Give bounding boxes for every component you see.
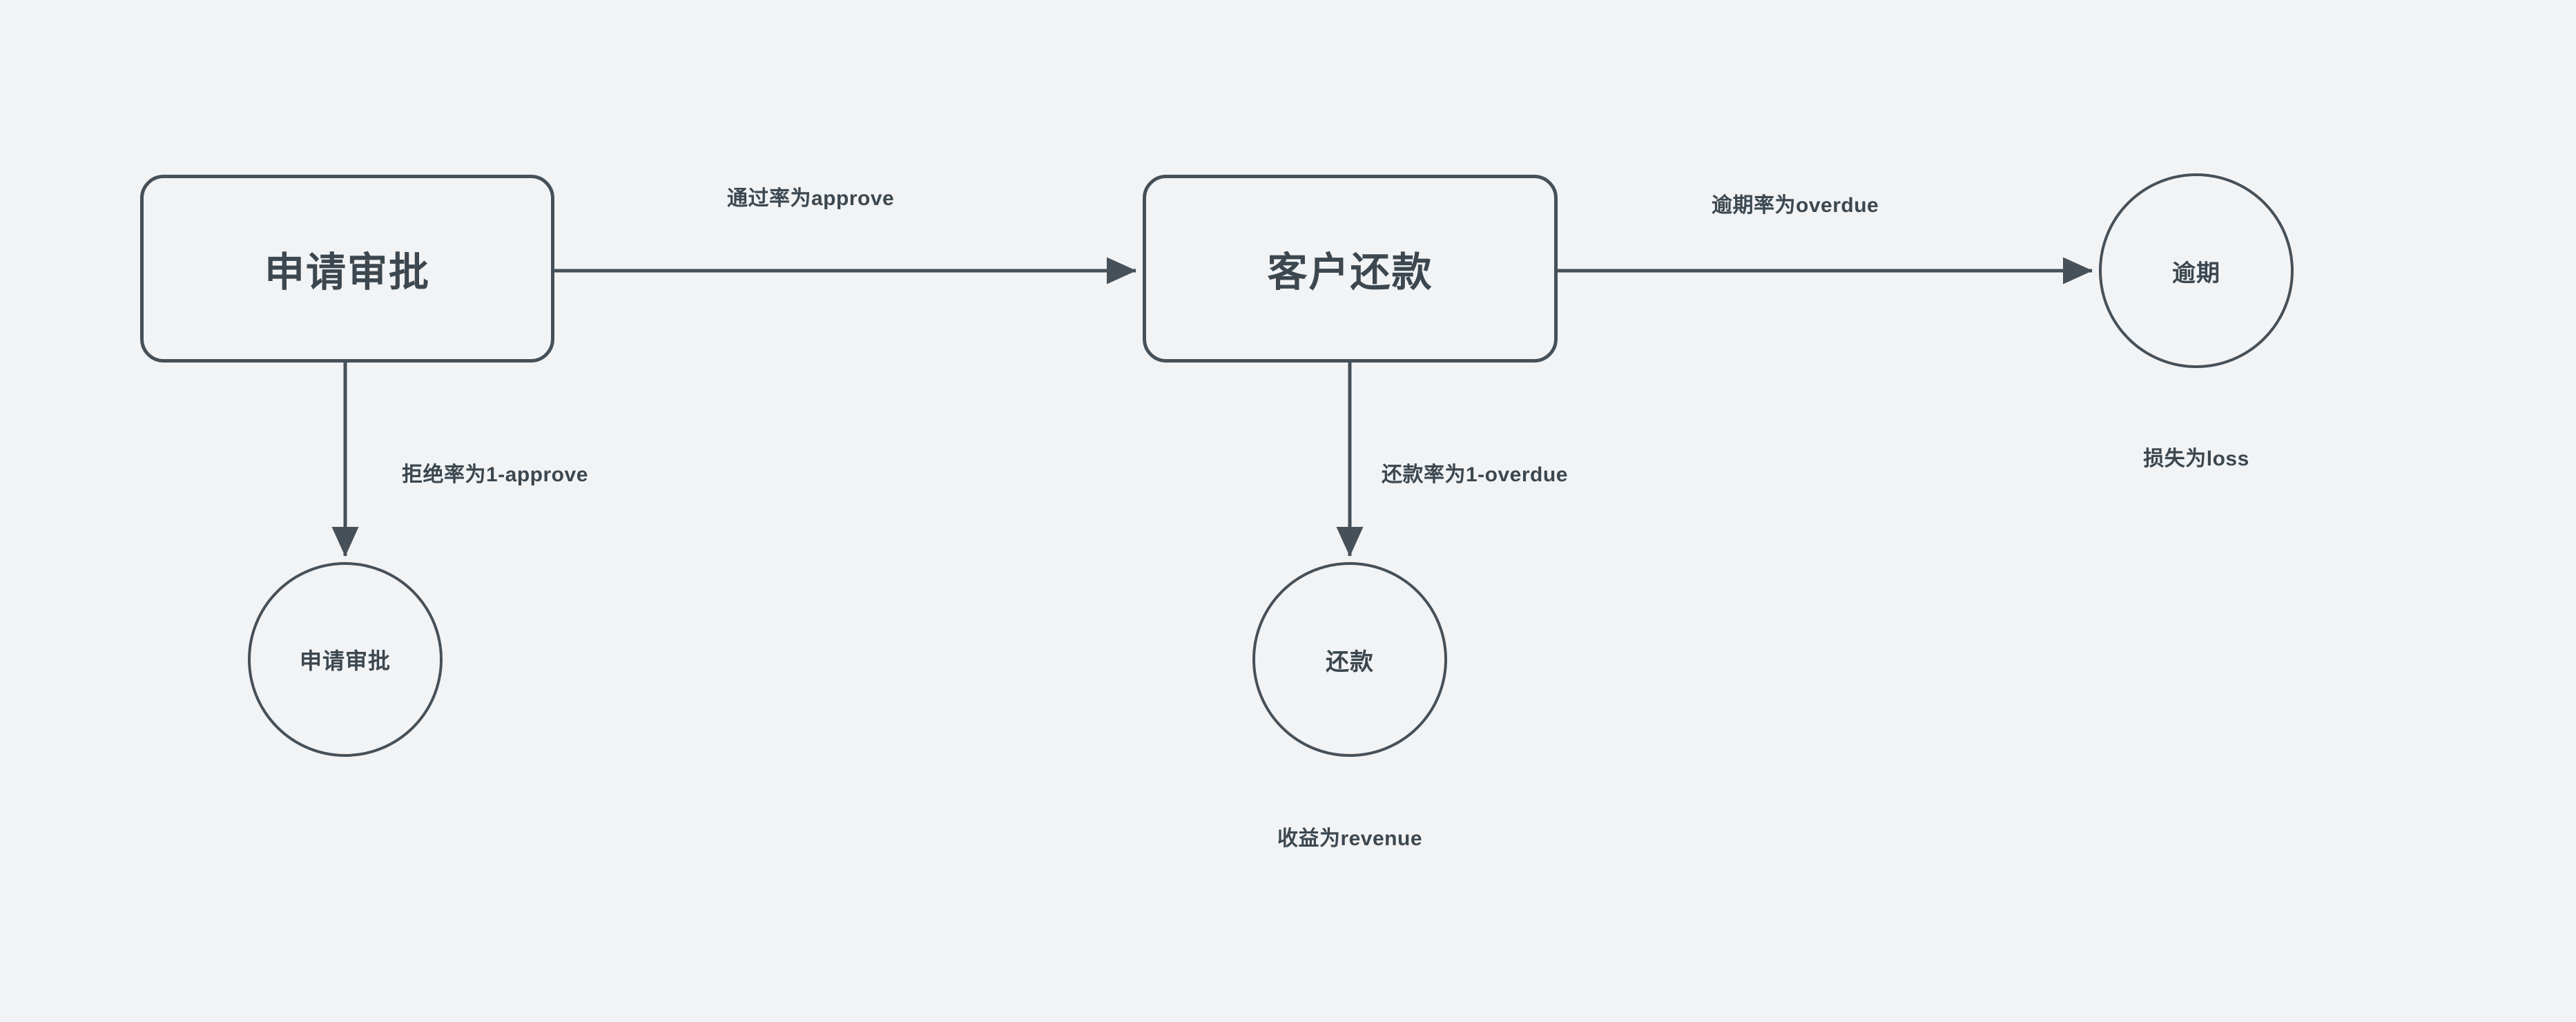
- node-apply-review[interactable]: 申请审批: [140, 175, 554, 363]
- node-customer-repayment[interactable]: 客户还款: [1143, 175, 1558, 363]
- edge-label-repay: 还款率为1-overdue: [1382, 463, 1568, 486]
- node-overdue-label: 逾期: [2172, 260, 2220, 287]
- node-customer-repayment-label: 客户还款: [1267, 250, 1433, 295]
- edge-label-overdue: 逾期率为overdue: [1712, 194, 1879, 217]
- node-rejected-label: 申请审批: [299, 648, 391, 673]
- node-apply-review-label: 申请审批: [264, 250, 430, 295]
- caption-revenue: 收益为revenue: [1277, 827, 1423, 850]
- node-repaid-label: 还款: [1326, 648, 1374, 675]
- edge-label-approve: 通过率为approve: [727, 187, 895, 210]
- node-rejected[interactable]: 申请审批: [248, 562, 443, 757]
- caption-loss: 损失为loss: [2143, 447, 2249, 470]
- node-overdue[interactable]: 逾期: [2099, 173, 2294, 368]
- edge-label-reject: 拒绝率为1-approve: [402, 463, 588, 486]
- node-repaid[interactable]: 还款: [1252, 562, 1447, 757]
